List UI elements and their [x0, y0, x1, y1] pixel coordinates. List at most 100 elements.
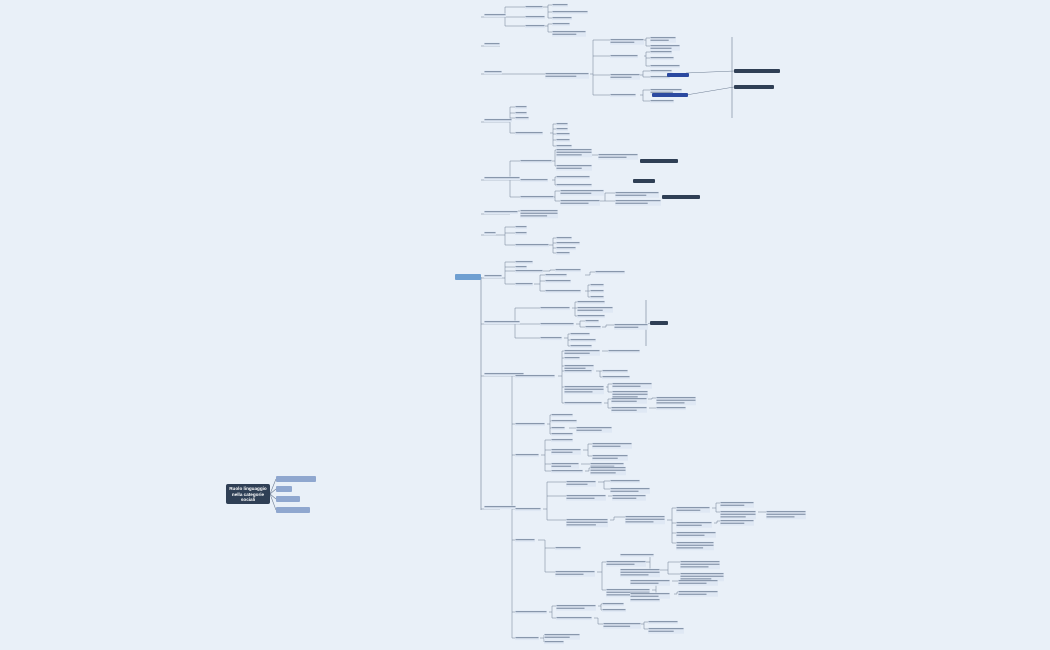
- mindmap-node[interactable]: [544, 633, 580, 640]
- mindmap-node[interactable]: [544, 640, 564, 645]
- mindmap-node[interactable]: [556, 604, 596, 611]
- mindmap-node[interactable]: [515, 265, 527, 270]
- mindmap-node[interactable]: [678, 579, 718, 586]
- mindmap-node[interactable]: [525, 24, 545, 29]
- mindmap-node[interactable]: [551, 419, 577, 424]
- highlight-node-2[interactable]: [734, 85, 774, 89]
- highlight-node-3[interactable]: [667, 73, 689, 77]
- mindmap-node[interactable]: [556, 138, 570, 143]
- mindmap-node[interactable]: [648, 620, 678, 625]
- mindmap-node[interactable]: [610, 38, 644, 45]
- mindmap-node[interactable]: [484, 176, 520, 181]
- mindmap-node[interactable]: [564, 356, 580, 361]
- mindmap-node[interactable]: [630, 598, 660, 603]
- mindmap-node[interactable]: [590, 295, 604, 300]
- mindmap-node[interactable]: [680, 572, 724, 582]
- mindmap-node[interactable]: [484, 42, 500, 47]
- mindmap-node[interactable]: [648, 627, 684, 634]
- mindmap-node[interactable]: [566, 480, 596, 487]
- mindmap-node[interactable]: [556, 183, 592, 188]
- mindmap-node[interactable]: [525, 5, 543, 10]
- mindmap-node[interactable]: [484, 372, 524, 377]
- mindmap-node[interactable]: [484, 505, 516, 510]
- mindmap-node[interactable]: [564, 401, 602, 406]
- mindmap-node[interactable]: [520, 178, 548, 183]
- mindmap-node[interactable]: [515, 282, 533, 287]
- mindmap-node[interactable]: [595, 270, 625, 275]
- mindmap-node[interactable]: [515, 538, 535, 543]
- mindmap-node[interactable]: [592, 442, 632, 449]
- mindmap-node[interactable]: [551, 426, 565, 431]
- mindmap-node[interactable]: [590, 283, 604, 288]
- mindmap-node[interactable]: [676, 521, 712, 528]
- mindmap-node[interactable]: [585, 325, 601, 330]
- mindmap-node[interactable]: [656, 396, 696, 406]
- mindmap-node[interactable]: [602, 608, 626, 613]
- mindmap-node[interactable]: [545, 72, 589, 79]
- mindmap-node[interactable]: [556, 251, 570, 256]
- mindmap-node[interactable]: [602, 369, 628, 374]
- mindmap-node[interactable]: [610, 479, 640, 484]
- mindmap-node[interactable]: [615, 199, 661, 206]
- mindmap-node[interactable]: [515, 422, 545, 427]
- mindmap-node[interactable]: [515, 243, 549, 248]
- mindmap-node[interactable]: [598, 153, 638, 160]
- mindmap-node[interactable]: [566, 518, 608, 528]
- mindmap-node[interactable]: [564, 369, 592, 374]
- mindmap-node[interactable]: [556, 246, 576, 251]
- mindmap-node[interactable]: [484, 274, 502, 279]
- branch-node-4[interactable]: [276, 507, 310, 513]
- mindmap-node[interactable]: [540, 322, 574, 327]
- mindmap-node[interactable]: [484, 70, 502, 75]
- highlight-node-6[interactable]: [633, 179, 655, 183]
- mindmap-node[interactable]: [625, 515, 665, 525]
- highlight-node-1[interactable]: [734, 69, 780, 73]
- mindmap-node[interactable]: [551, 438, 573, 443]
- mindmap-node[interactable]: [610, 487, 650, 494]
- mindmap-node[interactable]: [720, 519, 754, 526]
- mindmap-node[interactable]: [566, 494, 606, 501]
- mindmap-node[interactable]: [570, 332, 590, 337]
- mindmap-node[interactable]: [525, 15, 545, 20]
- highlight-node-5[interactable]: [640, 159, 678, 163]
- mindmap-node[interactable]: [612, 382, 652, 389]
- mindmap-node[interactable]: [552, 16, 572, 21]
- mindmap-node[interactable]: [577, 300, 605, 305]
- mindmap-node[interactable]: [630, 579, 670, 586]
- mindmap-node[interactable]: [520, 209, 558, 219]
- mindmap-node[interactable]: [515, 610, 547, 615]
- mindmap-node[interactable]: [678, 590, 718, 597]
- mindmap-node[interactable]: [552, 10, 588, 15]
- mindmap-node[interactable]: [720, 510, 756, 520]
- mindmap-node[interactable]: [552, 22, 570, 27]
- mindmap-node[interactable]: [515, 231, 527, 236]
- branch-node-1[interactable]: [276, 476, 316, 482]
- mindmap-node[interactable]: [576, 426, 612, 433]
- branch-node-3[interactable]: [276, 496, 300, 502]
- mindmap-node[interactable]: [612, 390, 648, 400]
- mindmap-node[interactable]: [515, 636, 539, 641]
- mindmap-node[interactable]: [590, 289, 604, 294]
- mindmap-node[interactable]: [650, 69, 672, 74]
- mindmap-node[interactable]: [564, 385, 604, 395]
- mindmap-node[interactable]: [611, 406, 647, 413]
- mindmap-node[interactable]: [615, 191, 659, 198]
- mindmap-node[interactable]: [555, 546, 581, 551]
- mindmap-node[interactable]: [484, 118, 512, 123]
- highlight-node-4[interactable]: [652, 93, 688, 97]
- mindmap-node[interactable]: [650, 99, 674, 104]
- mindmap-node[interactable]: [606, 560, 646, 567]
- highlight-node-8[interactable]: [650, 321, 668, 325]
- mindmap-node[interactable]: [630, 592, 670, 599]
- mindmap-node[interactable]: [552, 3, 568, 8]
- mindmap-node[interactable]: [577, 306, 613, 313]
- mindmap-node[interactable]: [564, 364, 594, 371]
- mindmap-node[interactable]: [551, 413, 573, 418]
- mindmap-node[interactable]: [676, 531, 716, 538]
- mindmap-node[interactable]: [570, 338, 596, 343]
- mindmap-node[interactable]: [515, 374, 555, 379]
- mindmap-node[interactable]: [545, 279, 571, 284]
- mindmap-node[interactable]: [610, 54, 638, 59]
- mindmap-node[interactable]: [612, 494, 646, 501]
- mindmap-node[interactable]: [484, 210, 518, 215]
